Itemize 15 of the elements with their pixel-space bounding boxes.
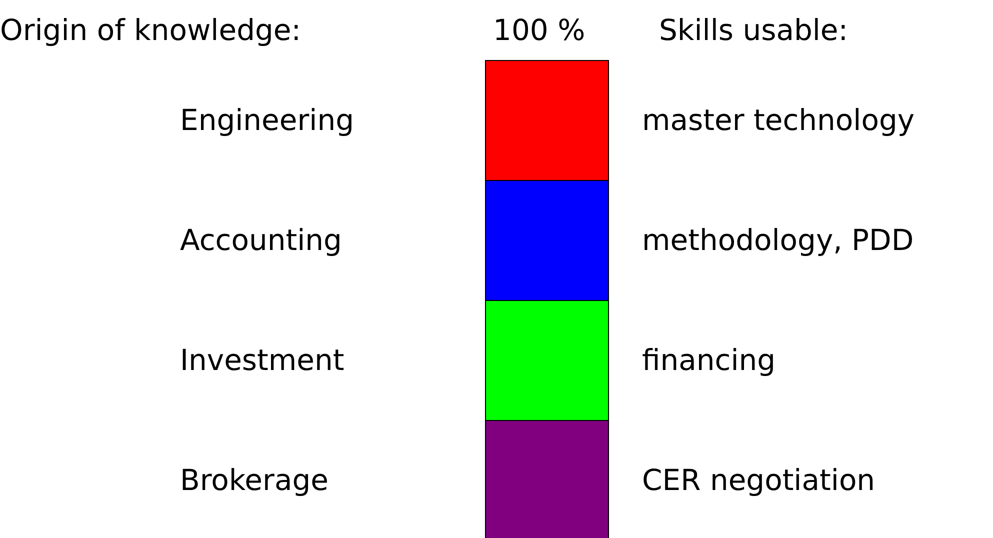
usable-skill: financing <box>642 342 776 378</box>
color-block <box>485 60 609 181</box>
knowledge-origin: Brokerage <box>180 462 328 498</box>
usable-skill: methodology, PDD <box>642 222 914 258</box>
knowledge-origin: Investment <box>180 342 344 378</box>
color-block <box>485 420 609 538</box>
color-block <box>485 300 609 421</box>
knowledge-origin: Engineering <box>180 102 354 138</box>
column-heading: Origin of knowledge: <box>0 12 302 48</box>
percent-label: 100 % <box>493 12 586 48</box>
usable-skill: master technology <box>642 102 915 138</box>
knowledge-origin: Accounting <box>180 222 342 258</box>
color-block <box>485 180 609 301</box>
column-heading: Skills usable: <box>659 12 848 48</box>
usable-skill: CER negotiation <box>642 462 876 498</box>
